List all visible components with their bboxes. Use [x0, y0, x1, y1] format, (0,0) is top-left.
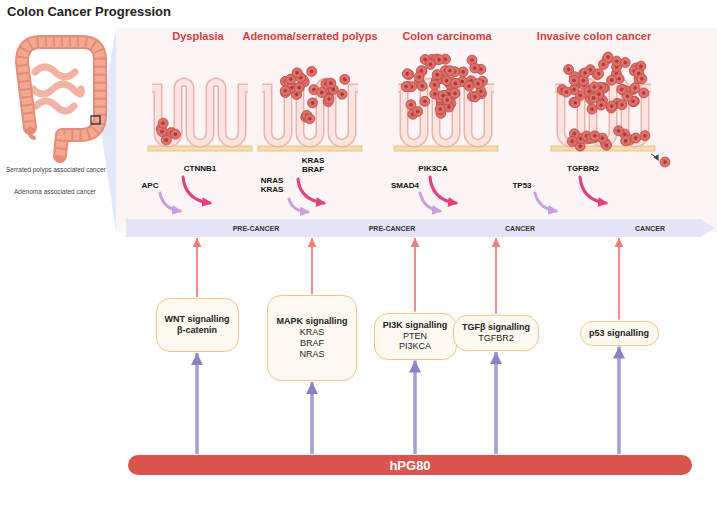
pathway-box: TGFβ signallingTGFBR2: [453, 315, 539, 351]
gene-list: TGFBR2: [478, 333, 514, 344]
mutation-arrows: [160, 177, 606, 212]
colon-illustration: [22, 42, 100, 156]
stage-tag: PRE-CANCER: [233, 225, 280, 232]
stage-heading: Invasive colon cancer: [537, 30, 651, 42]
stage-heading: Adenoma/serrated polyps: [242, 30, 377, 42]
pathway-box: WNT signallingβ-catenin: [156, 298, 239, 352]
stage-tag: CANCER: [635, 225, 665, 232]
gene-name: SMAD4: [391, 181, 419, 190]
crypt: [551, 52, 670, 167]
gene-name: APC: [142, 181, 159, 190]
bar-label: hPG80: [389, 458, 430, 473]
crypt: [258, 66, 362, 151]
crypt: [148, 82, 252, 151]
connector-arrow: [617, 347, 621, 455]
pathway-name: p53 signalling: [589, 328, 649, 339]
connector-arrow: [195, 353, 199, 454]
connector-arrow: [618, 238, 620, 320]
gene-name: KRAS BRAF: [302, 156, 325, 174]
hpg80-bar: hPG80: [128, 455, 692, 475]
connector-arrow: [311, 238, 313, 294]
gene-name: TGFBR2: [567, 164, 599, 173]
progression-band: PRE-CANCER PRE-CANCER CANCER CANCER: [126, 219, 715, 237]
stage-heading: Dysplasia: [172, 30, 223, 42]
pathway-box: MAPK signallingKRAS BRAF NRAS: [267, 295, 357, 381]
pathway-name: MAPK signalling: [276, 316, 347, 327]
band-arrow-shape: [126, 219, 715, 237]
gene-name: TP53: [512, 181, 531, 190]
crypt-illustrations: [148, 52, 670, 167]
pathway-name: WNT signalling: [165, 314, 230, 325]
connector-arrow: [495, 238, 497, 314]
connector-arrow: [196, 238, 198, 297]
gene-name: PIK3CA: [418, 164, 447, 173]
stage-panel: [116, 28, 717, 232]
pathway-type: Serrated polyps associated cancer: [6, 166, 106, 173]
stage-tag: PRE-CANCER: [369, 225, 416, 232]
pathway-box: p53 signalling: [580, 321, 659, 346]
connector-arrow: [413, 361, 417, 455]
gene-name: NRAS KRAS: [261, 176, 284, 194]
pathway-name: TGFβ signalling: [462, 322, 530, 333]
pathway-box: PI3K signallingPTEN PI3KCA: [374, 313, 457, 360]
crypt: [394, 54, 498, 151]
gene-name: CTNNB1: [184, 164, 216, 173]
stage-heading: Colon carcinoma: [402, 30, 491, 42]
gene-list: KRAS BRAF NRAS: [299, 327, 324, 359]
connector-arrow: [414, 238, 416, 312]
connector-arrow: [494, 352, 498, 454]
stage-tag: CANCER: [505, 225, 535, 232]
gene-list: PTEN PI3KCA: [399, 331, 431, 353]
pathway-name: PI3K signalling: [383, 320, 448, 331]
connector-arrow: [310, 382, 314, 454]
gene-list: β-catenin: [177, 325, 217, 336]
title: Colon Cancer Progression: [7, 4, 171, 19]
pathway-type: Adenoma associated cancer: [14, 188, 96, 195]
